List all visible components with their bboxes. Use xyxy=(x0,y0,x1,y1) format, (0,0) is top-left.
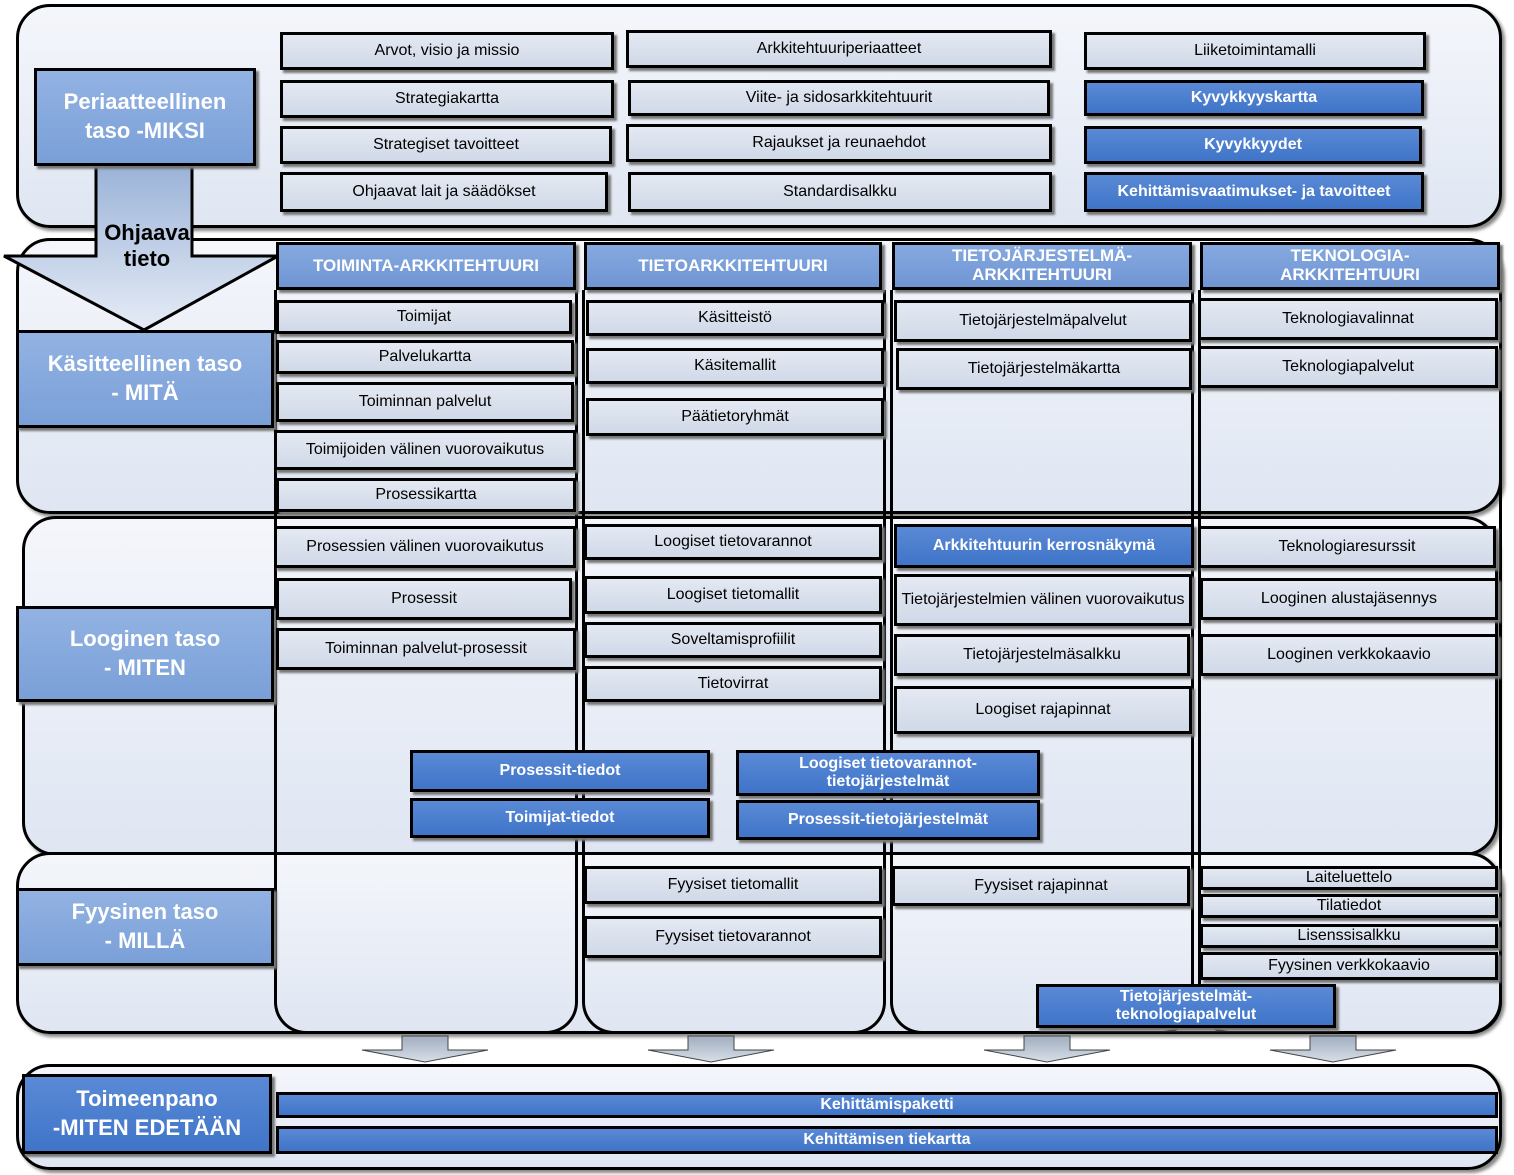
logical-teknologia-item: Looginen verkkokaavio xyxy=(1200,634,1498,676)
conceptual-toiminta-item: Toimijat xyxy=(276,300,572,334)
level-label-principle: Periaatteellinen taso -MIKSI xyxy=(34,68,256,166)
logical-cross-item: Prosessit-tietojärjestelmät xyxy=(736,800,1040,840)
logical-tietojarjestelma-item: Loogiset rajapinnat xyxy=(894,686,1192,734)
logical-tieto-item: Loogiset tietomallit xyxy=(584,576,882,614)
execution-bar: Kehittämisen tiekartta xyxy=(276,1126,1498,1154)
principle-col3-item-highlight: Kyvykkyyskartta xyxy=(1084,80,1424,116)
down-arrow-2 xyxy=(647,1035,775,1063)
conceptual-tieto-item: Päätietoryhmät xyxy=(586,398,884,436)
conceptual-tietojarjestelma-item: Tietojärjestelmäkartta xyxy=(896,348,1192,390)
down-arrow-3 xyxy=(983,1035,1111,1063)
physical-tietojarjestelma-item: Fyysiset rajapinnat xyxy=(892,866,1190,906)
down-arrow-1 xyxy=(361,1035,489,1063)
principle-col1-item: Ohjaavat lait ja säädökset xyxy=(280,172,608,212)
conceptual-tietojarjestelma-item: Tietojärjestelmäpalvelut xyxy=(894,300,1192,342)
logical-toiminta-item: Prosessit xyxy=(276,578,572,620)
principle-col2-item: Viite- ja sidosarkkitehtuurit xyxy=(628,80,1050,116)
header-toiminta: TOIMINTA-ARKKITEHTUURI xyxy=(276,242,576,290)
logical-tieto-item: Tietovirrat xyxy=(584,666,882,702)
principle-col2-item: Standardisalkku xyxy=(628,172,1052,212)
logical-tieto-item: Loogiset tietovarannot xyxy=(584,524,882,560)
logical-teknologia-item: Teknologiaresurssit xyxy=(1198,526,1496,568)
level-label-physical: Fyysinen taso - MILLÄ xyxy=(16,888,274,966)
logical-cross-item: Loogiset tietovarannot- tietojärjestelmä… xyxy=(736,750,1040,796)
level-label-execution: Toimeenpano -MITEN EDETÄÄN xyxy=(22,1074,272,1154)
header-tieto: TIETOARKKITEHTUURI xyxy=(584,242,882,290)
conceptual-teknologia-item: Teknologiavalinnat xyxy=(1198,298,1498,340)
logical-cross-item: Prosessit-tiedot xyxy=(410,750,710,792)
guiding-arrow xyxy=(3,164,279,332)
principle-col1-item: Arvot, visio ja missio xyxy=(280,32,614,70)
principle-col2-item: Arkkitehtuuriperiaatteet xyxy=(626,30,1052,68)
physical-cross-item: Tietojärjestelmät- teknologiapalvelut xyxy=(1036,984,1336,1028)
physical-teknologia-item: Laiteluettelo xyxy=(1200,866,1498,890)
logical-tietojarjestelma-item-highlight: Arkkitehtuurin kerrosnäkymä xyxy=(894,524,1194,568)
down-arrow-4 xyxy=(1269,1035,1397,1063)
logical-tietojarjestelma-item: Tietojärjestelmäsalkku xyxy=(894,634,1190,676)
principle-col3-item-highlight: Kyvykkyydet xyxy=(1084,126,1422,164)
column-teknologia xyxy=(1198,290,1502,1034)
logical-tietojarjestelma-item: Tietojärjestelmien välinen vuorovaikutus xyxy=(894,574,1192,626)
physical-teknologia-item: Lisenssisalkku xyxy=(1200,924,1498,948)
header-tietojarjestelma: TIETOJÄRJESTELMÄ- ARKKITEHTUURI xyxy=(892,242,1192,290)
header-teknologia: TEKNOLOGIA- ARKKITEHTUURI xyxy=(1200,242,1500,290)
principle-col2-item: Rajaukset ja reunaehdot xyxy=(626,124,1052,162)
conceptual-toiminta-item: Toiminnan palvelut xyxy=(276,382,574,422)
conceptual-toiminta-item: Prosessikartta xyxy=(276,478,576,512)
conceptual-tieto-item: Käsitemallit xyxy=(586,348,884,384)
column-tieto xyxy=(582,290,886,1034)
conceptual-teknologia-item: Teknologiapalvelut xyxy=(1198,346,1498,388)
conceptual-tieto-item: Käsitteistö xyxy=(586,300,884,336)
logical-cross-item: Toimijat-tiedot xyxy=(410,798,710,838)
principle-col1-item: Strategiset tavoitteet xyxy=(280,126,612,164)
physical-tieto-item: Fyysiset tietomallit xyxy=(584,866,882,904)
conceptual-toiminta-item: Toimijoiden välinen vuorovaikutus xyxy=(274,430,576,470)
principle-col3-item: Liiketoimintamalli xyxy=(1084,32,1426,70)
logical-teknologia-item: Looginen alustajäsennys xyxy=(1200,578,1498,620)
level-label-logical: Looginen taso - MITEN xyxy=(16,606,274,702)
principle-col1-item: Strategiakartta xyxy=(280,80,614,118)
column-tietojarjestelma xyxy=(890,290,1194,1034)
level-label-conceptual: Käsitteellinen taso - MITÄ xyxy=(16,330,274,428)
principle-col3-item-highlight: Kehittämisvaatimukset- ja tavoitteet xyxy=(1084,172,1424,212)
logical-toiminta-item: Prosessien välinen vuorovaikutus xyxy=(274,526,576,568)
guiding-arrow-label: Ohjaava tieto xyxy=(104,220,190,272)
physical-teknologia-item: Tilatiedot xyxy=(1200,894,1498,918)
physical-tieto-item: Fyysiset tietovarannot xyxy=(584,916,882,958)
column-toiminta xyxy=(274,290,578,1034)
conceptual-toiminta-item: Palvelukartta xyxy=(276,340,574,374)
execution-bar: Kehittämispaketti xyxy=(276,1092,1498,1118)
logical-toiminta-item: Toiminnan palvelut-prosessit xyxy=(276,628,576,670)
logical-tieto-item: Soveltamisprofiilit xyxy=(584,622,882,658)
physical-teknologia-item: Fyysinen verkkokaavio xyxy=(1200,952,1498,980)
